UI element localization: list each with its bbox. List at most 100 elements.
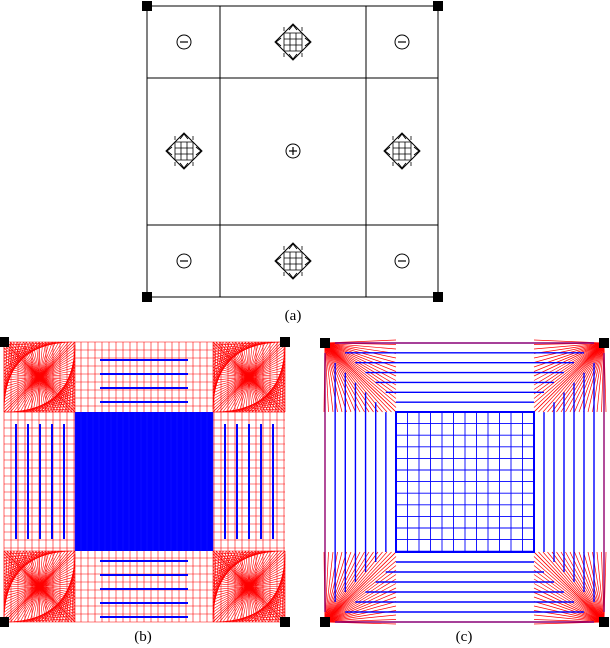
- fan-line: [533, 556, 605, 623]
- corner-line: [212, 550, 217, 619]
- fan-line: [324, 596, 397, 623]
- corner-line: [71, 345, 76, 413]
- minus-icon: [176, 34, 192, 50]
- fan-line: [324, 342, 397, 381]
- corner-line: [212, 341, 217, 409]
- fan-line: [574, 551, 605, 623]
- fan-line: [547, 342, 605, 413]
- fan-line: [569, 551, 605, 623]
- fan-line: [324, 565, 397, 623]
- corner-line: [3, 550, 76, 623]
- fan-line: [324, 578, 397, 623]
- plus-icon: [285, 143, 301, 159]
- fan-line: [533, 578, 605, 623]
- corner-marker: [142, 1, 152, 11]
- corner-marker: [280, 617, 290, 627]
- corner-line: [68, 348, 76, 413]
- fan-line: [587, 551, 605, 623]
- fan-line: [533, 342, 605, 354]
- fan-line: [324, 342, 352, 413]
- fan-line: [560, 551, 605, 623]
- minus-icon: [394, 253, 410, 269]
- fan-line: [324, 614, 397, 623]
- fan-line: [533, 342, 605, 386]
- fan-line: [324, 551, 343, 623]
- fan-line: [324, 560, 397, 623]
- fan-line: [533, 342, 605, 413]
- minus-icon: [176, 253, 192, 269]
- fan-line: [324, 342, 379, 413]
- fan-line: [542, 342, 605, 413]
- fan-line: [533, 614, 605, 623]
- fan-line: [542, 551, 605, 623]
- fan-line: [324, 551, 392, 623]
- fan-line: [533, 342, 605, 372]
- panel-b: [0, 337, 290, 627]
- caption-c: (c): [456, 629, 473, 645]
- fan-line: [533, 342, 605, 404]
- corner-marker: [0, 617, 9, 627]
- fan-line: [596, 551, 605, 623]
- fan-line: [560, 342, 605, 413]
- corner-marker: [320, 338, 330, 348]
- fan-line: [324, 342, 397, 372]
- fan-line: [324, 583, 397, 623]
- fan-line: [324, 342, 397, 408]
- corner-line: [68, 557, 76, 623]
- corner-line: [278, 348, 286, 413]
- corner-marker: [599, 338, 609, 348]
- fan-line: [324, 342, 397, 399]
- fan-line: [533, 551, 605, 623]
- fan-line: [324, 551, 334, 623]
- fan-line: [324, 342, 388, 413]
- corner-line: [71, 554, 76, 623]
- fan-line: [533, 583, 605, 623]
- fan-line: [533, 342, 605, 399]
- fan-line: [324, 551, 352, 623]
- fan-line: [324, 342, 370, 413]
- corner-line: [212, 341, 220, 406]
- fan-line: [533, 560, 605, 623]
- fan-line: [533, 569, 605, 623]
- corner-line: [3, 341, 11, 406]
- fan-line: [551, 342, 605, 413]
- panel-c: [320, 338, 609, 627]
- fan-line: [538, 342, 605, 413]
- fan-line: [565, 551, 605, 623]
- fan-line: [324, 342, 397, 359]
- move-arrows-icon: [274, 23, 312, 61]
- corner-marker: [142, 292, 152, 302]
- corner-marker: [433, 1, 443, 11]
- dense-center: [75, 412, 213, 551]
- caption-b: (b): [134, 629, 152, 645]
- fan-line: [533, 342, 605, 377]
- corner-marker: [0, 337, 9, 347]
- fan-line: [569, 342, 605, 413]
- fan-line: [324, 556, 397, 623]
- fan-line: [324, 605, 397, 623]
- fan-line: [324, 342, 392, 413]
- move-arrows-icon: [165, 132, 203, 170]
- corner-line: [252, 373, 286, 413]
- caption-a: (a): [285, 308, 302, 324]
- fan-line: [587, 342, 605, 413]
- fan-line: [533, 342, 605, 350]
- panel-a-outline: [146, 5, 439, 298]
- corner-line: [3, 550, 11, 616]
- fan-line: [538, 551, 605, 623]
- inner-border: [395, 411, 535, 553]
- corner-marker: [599, 617, 609, 627]
- fan-line: [533, 565, 605, 623]
- corner-line: [212, 550, 220, 616]
- fan-line: [324, 592, 397, 623]
- fan-line: [324, 587, 397, 623]
- fan-line: [547, 551, 605, 623]
- fan-line: [533, 342, 605, 408]
- corner-line: [252, 583, 286, 623]
- corner-line: [42, 583, 76, 623]
- fan-line: [533, 605, 605, 623]
- fan-line: [551, 551, 605, 623]
- fan-line: [324, 551, 361, 623]
- fan-line: [533, 342, 605, 381]
- fan-line: [324, 551, 383, 623]
